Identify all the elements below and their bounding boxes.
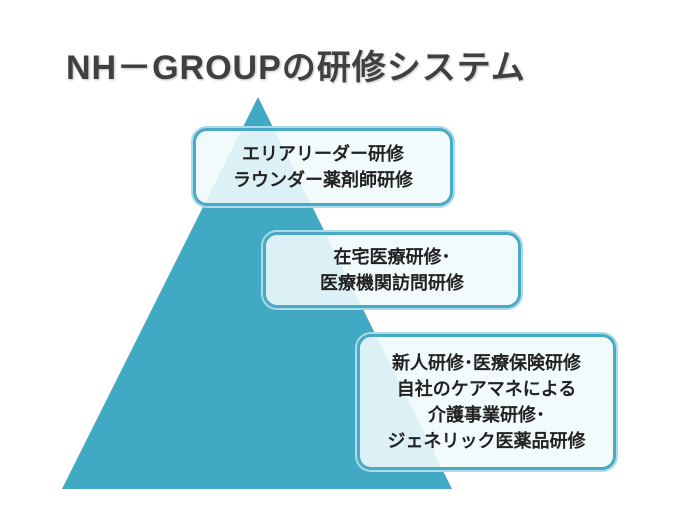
tier-bottom-line: ジェネリック医薬品研修 bbox=[387, 431, 586, 451]
tier-bottom-box: 新人研修･医療保険研修 自社のケアマネによる 介護事業研修･ ジェネリック医薬品… bbox=[357, 334, 616, 470]
pyramid-triangle bbox=[62, 97, 452, 489]
tier-top-line: エリアリーダー研修 bbox=[242, 144, 404, 164]
tier-bottom-line: 介護事業研修･ bbox=[428, 405, 545, 425]
tier-bottom-line: 新人研修･医療保険研修 bbox=[392, 353, 581, 373]
tier-bottom-line: 自社のケアマネによる bbox=[396, 379, 577, 399]
tier-top-box: エリアリーダー研修 ラウンダー薬剤師研修 bbox=[193, 128, 453, 206]
tier-middle-box: 在宅医療研修･ 医療機関訪問研修 bbox=[263, 232, 521, 308]
tier-top-line: ラウンダー薬剤師研修 bbox=[233, 170, 413, 190]
tier-middle-line: 医療機関訪問研修 bbox=[320, 273, 464, 293]
page-title: NH－GROUPの研修システム bbox=[66, 49, 526, 87]
tier-middle-line: 在宅医療研修･ bbox=[333, 247, 451, 267]
